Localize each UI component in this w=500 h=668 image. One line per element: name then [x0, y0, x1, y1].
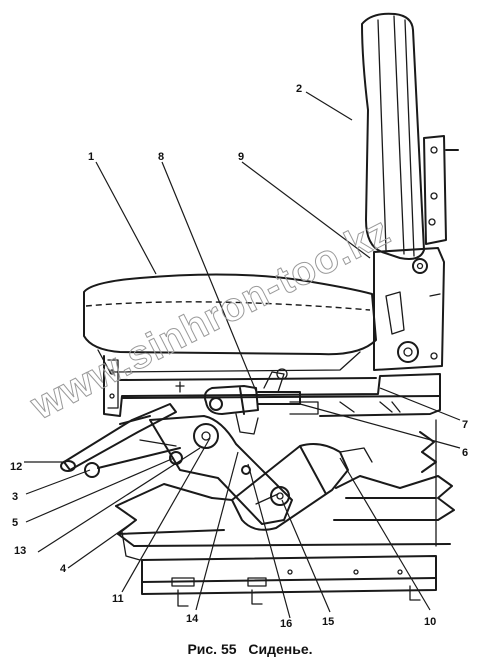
- callout-9: 9: [238, 151, 244, 163]
- callout-12: 12: [10, 461, 22, 473]
- seat-frame: [103, 355, 441, 417]
- base-plate: [141, 555, 437, 607]
- callout-15: 15: [322, 616, 334, 628]
- adjustment-mechanism: [203, 371, 301, 435]
- callout-labels: 1 2 3 4 5 6 7 8 9 10 11 12 13 14 15 16: [10, 83, 468, 630]
- callout-2: 2: [296, 83, 302, 95]
- callout-14: 14: [186, 613, 199, 625]
- callout-8: 8: [158, 151, 164, 163]
- tilt-lever: [60, 403, 181, 478]
- callout-11: 11: [112, 593, 124, 605]
- callout-7: 7: [462, 419, 468, 431]
- callout-16: 16: [280, 618, 292, 630]
- callout-5: 5: [12, 517, 18, 529]
- callout-6: 6: [462, 447, 468, 459]
- callout-4: 4: [60, 563, 67, 575]
- figure-title: Сиденье.: [248, 641, 313, 657]
- callout-10: 10: [424, 616, 436, 628]
- leader-lines: [24, 91, 461, 619]
- backrest: [361, 12, 459, 260]
- bellows: [115, 419, 455, 561]
- callout-13: 13: [14, 545, 26, 557]
- backrest-hinge-bracket: [373, 247, 445, 371]
- figure-number: Рис. 55: [187, 641, 237, 657]
- callout-1: 1: [88, 151, 94, 163]
- callout-3: 3: [12, 491, 18, 503]
- figure-caption: Рис. 55 Сиденье.: [0, 641, 500, 657]
